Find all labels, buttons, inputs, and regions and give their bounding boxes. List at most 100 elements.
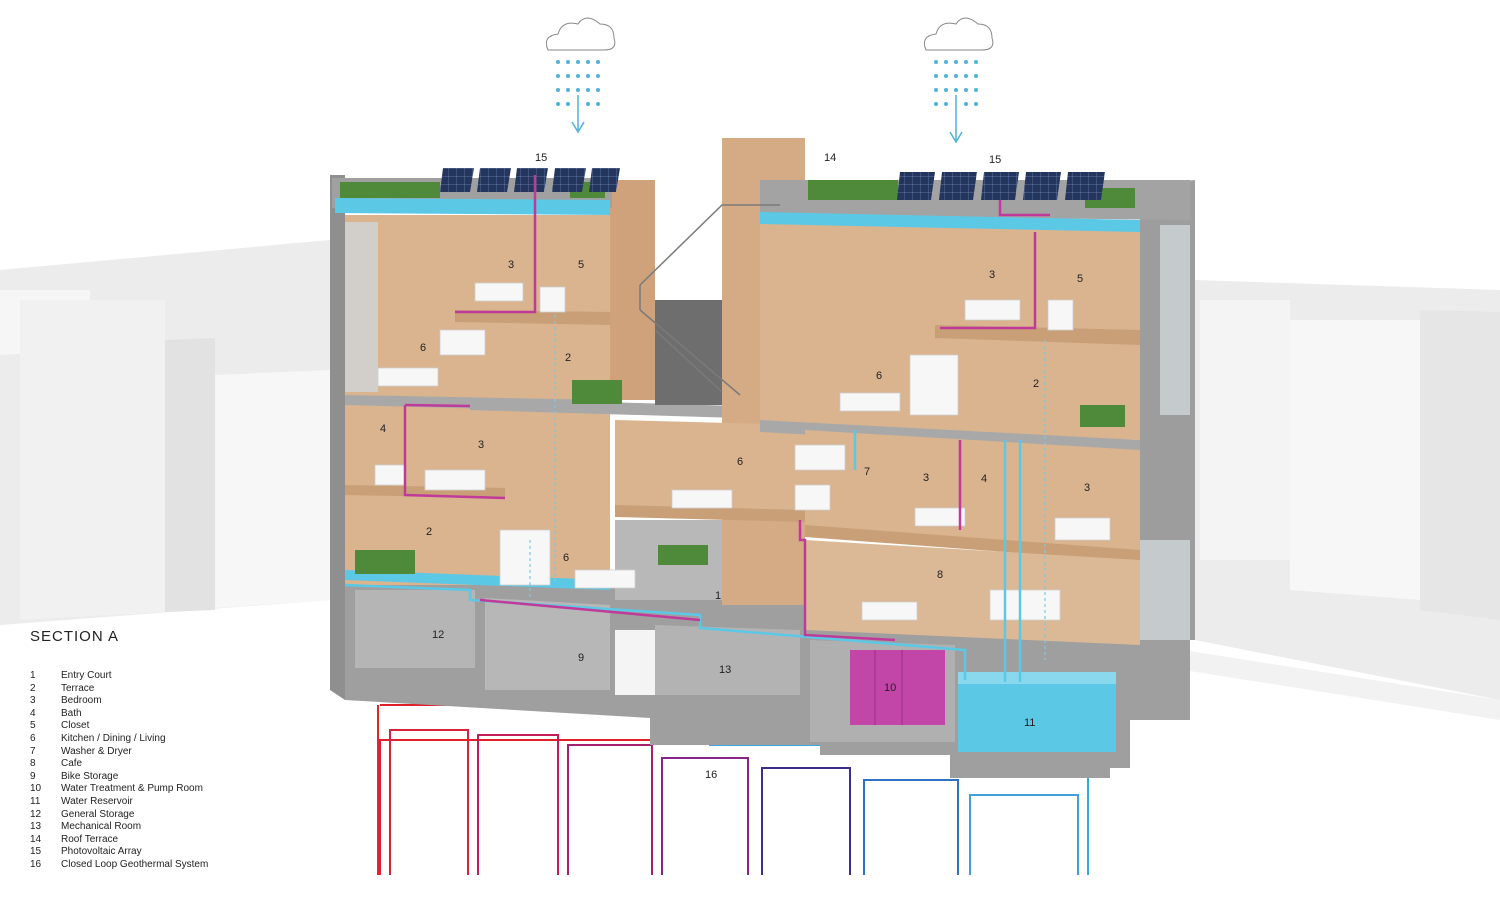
legend-item-number: 15 (30, 846, 42, 858)
callout-bedroom: 3 (478, 439, 484, 451)
furniture (374, 282, 1111, 621)
callout-roof-terrace: 14 (824, 152, 836, 164)
callout-bedroom: 3 (508, 259, 514, 271)
callout-terrace: 2 (565, 352, 571, 364)
roof-planter (340, 182, 440, 198)
legend-item-number: 14 (30, 833, 42, 845)
callout-kitchen: 6 (420, 342, 426, 354)
callout-water-treatment: 10 (884, 682, 896, 694)
legend-item-label: Closed Loop Geothermal System (61, 858, 209, 870)
callout-mechanical: 13 (719, 664, 731, 676)
legend-item: 14 Roof Terrace (30, 834, 290, 847)
legend-item: 15 Photovoltaic Array (30, 846, 290, 859)
legend-item-number: 9 (30, 770, 36, 782)
legend-item-number: 3 (30, 695, 36, 707)
legend-item: 9 Bike Storage (30, 771, 290, 784)
legend-item-number: 7 (30, 745, 36, 757)
callout-geothermal: 16 (705, 769, 717, 781)
legend-item-number: 2 (30, 682, 36, 694)
callout-bike-storage: 9 (578, 652, 584, 664)
callout-bath: 4 (380, 423, 386, 435)
legend-item-label: General Storage (61, 808, 135, 820)
legend-item: 8 Cafe (30, 758, 290, 771)
terrace-planter (1080, 405, 1125, 427)
legend-item-number: 8 (30, 758, 36, 770)
rain-cloud-icon (923, 17, 994, 144)
callout-bedroom: 3 (989, 269, 995, 281)
vertical-risers (529, 315, 1046, 660)
legend-list: 1 Entry Court 2 Terrace 3 Bedroom 4 Bath 5 Closet… (30, 670, 290, 872)
callout-cafe: 8 (937, 569, 943, 581)
legend-title: SECTION A (30, 628, 120, 645)
legend-item-label: Cafe (61, 758, 83, 770)
legend-item-number: 1 (30, 670, 36, 681)
legend-item-number: 16 (30, 858, 42, 870)
court-planter (658, 545, 708, 565)
rainwater-pipes (344, 430, 1022, 682)
legend-item-number: 13 (30, 821, 42, 833)
callout-bedroom: 3 (1084, 482, 1090, 494)
legend-item: 11 Water Reservoir (30, 796, 290, 809)
terrace-planter (572, 380, 622, 404)
legend-item-number: 11 (30, 795, 41, 807)
legend-item-label: Water Treatment & Pump Room (61, 783, 203, 795)
legend-item-label: Photovoltaic Array (61, 846, 142, 858)
callout-closet: 5 (1077, 273, 1083, 285)
storage-cabinet (615, 630, 655, 695)
legend-item-label: Mechanical Room (61, 821, 142, 833)
legend-item-label: Entry Court (61, 670, 112, 681)
legend-item: 13 Mechanical Room (30, 821, 290, 834)
legend-item-number: 5 (30, 720, 36, 732)
legend-item: 10 Water Treatment & Pump Room (30, 783, 290, 796)
legend-item-label: Bedroom (61, 695, 102, 707)
mechanical-room (655, 625, 800, 695)
greywater-pipes (403, 175, 1050, 642)
callout-pv: 15 (989, 154, 1001, 166)
callout-labels: 1 2 2 2 3 3 3 3 3 4 4 5 5 6 6 6 6 7 8 9 … (380, 152, 1090, 781)
legend-item-label: Kitchen / Dining / Living (61, 732, 166, 744)
photovoltaic-array (440, 168, 1105, 200)
legend-item-label: Terrace (61, 682, 95, 694)
legend-item-number: 10 (30, 783, 42, 795)
callout-washer: 7 (864, 466, 870, 478)
rain-cloud-icon (545, 17, 616, 134)
callout-terrace: 2 (426, 526, 432, 538)
legend-item: 2 Terrace (30, 683, 290, 696)
legend-item: 16 Closed Loop Geothermal System (30, 859, 290, 872)
legend-item: 3 Bedroom (30, 695, 290, 708)
legend-item-label: Bike Storage (61, 770, 119, 782)
legend-item-number: 4 (30, 707, 36, 719)
water-reservoir (958, 682, 1116, 752)
legend-item-label: Closet (61, 720, 90, 732)
callout-bedroom: 3 (923, 472, 929, 484)
callout-kitchen: 6 (563, 552, 569, 564)
legend-item-label: Washer & Dryer (61, 745, 132, 757)
glazing (345, 222, 1190, 640)
legend-item: 5 Closet (30, 720, 290, 733)
callout-bath: 4 (981, 473, 987, 485)
legend-item-label: Water Reservoir (61, 795, 133, 807)
bike-storage-room (485, 598, 610, 690)
callout-kitchen: 6 (737, 456, 743, 468)
callout-reservoir: 11 (1024, 717, 1035, 729)
legend-item-label: Bath (61, 707, 82, 719)
callout-general-storage: 12 (432, 629, 444, 641)
general-storage-room (355, 590, 475, 668)
legend-item: 12 General Storage (30, 809, 290, 822)
callout-terrace: 2 (1033, 378, 1039, 390)
water-treatment-room (850, 650, 945, 725)
legend-item: 6 Kitchen / Dining / Living (30, 733, 290, 746)
legend-item-number: 12 (30, 808, 42, 820)
legend-item-label: Roof Terrace (61, 833, 119, 845)
legend-item-number: 6 (30, 732, 36, 744)
legend-item: 4 Bath (30, 708, 290, 721)
callout-kitchen: 6 (876, 370, 882, 382)
legend-item: 1 Entry Court (30, 670, 290, 683)
callout-entry-court: 1 (715, 590, 721, 602)
roof-planter (808, 180, 898, 200)
terrace-planter (355, 550, 415, 574)
legend-item: 7 Washer & Dryer (30, 746, 290, 759)
stair (639, 204, 780, 396)
